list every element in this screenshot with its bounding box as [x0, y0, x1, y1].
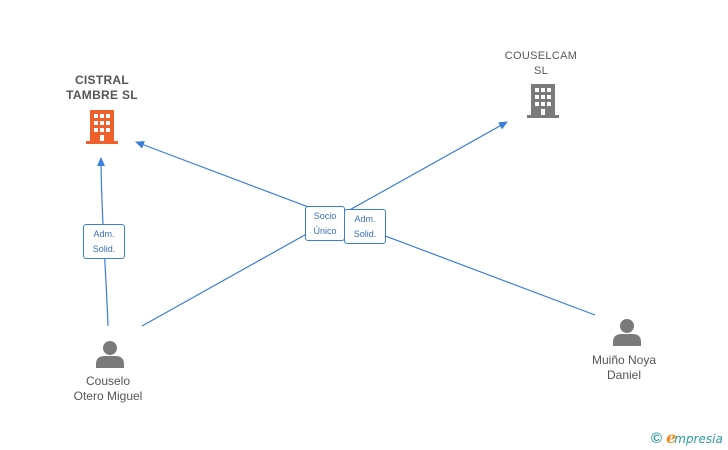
company-name-line2: TAMBRE SL — [66, 88, 138, 102]
brand-initial: e — [666, 428, 677, 447]
edge-label-line2: Solid. — [353, 229, 377, 239]
edge-label-line1: Socio — [313, 211, 337, 221]
person-name-muino[interactable]: Muiño Noya Daniel — [574, 353, 674, 383]
edge-label-socio-unico[interactable]: Socio Único — [305, 206, 345, 241]
edge-label-adm-solid[interactable]: Adm. Solid. — [344, 209, 386, 244]
edge-label-adm-solid[interactable]: Adm. Solid. — [83, 224, 125, 259]
building-icon[interactable] — [527, 82, 559, 118]
company-name-line1: CISTRAL — [74, 73, 130, 87]
person-name-line2: Daniel — [606, 368, 642, 382]
edge-label-line1: Adm. — [93, 229, 115, 239]
edge-label-line1: Adm. — [354, 214, 376, 224]
person-name-couselo[interactable]: Couselo Otero Miguel — [58, 374, 158, 404]
person-icon[interactable] — [612, 317, 642, 347]
person-name-line2: Otero Miguel — [73, 389, 143, 403]
brand-name: mpresia — [674, 432, 723, 446]
person-name-line1: Couselo — [85, 374, 131, 388]
edge-label-line2: Único — [313, 226, 337, 236]
person-name-line1: Muiño Noya — [591, 353, 657, 367]
copyright-icon: © — [651, 429, 663, 447]
company-name-cistral[interactable]: CISTRAL TAMBRE SL — [52, 73, 152, 103]
person-icon[interactable] — [95, 339, 125, 369]
company-name-line2: SL — [533, 65, 549, 77]
building-icon[interactable] — [86, 108, 118, 144]
footer-brand: © empresia — [651, 428, 723, 448]
edge-label-line2: Solid. — [92, 244, 116, 254]
brand-logo[interactable]: empresia — [666, 428, 723, 448]
company-name-couselcam[interactable]: COUSELCAM SL — [491, 49, 591, 79]
company-name-line1: COUSELCAM — [504, 50, 578, 62]
